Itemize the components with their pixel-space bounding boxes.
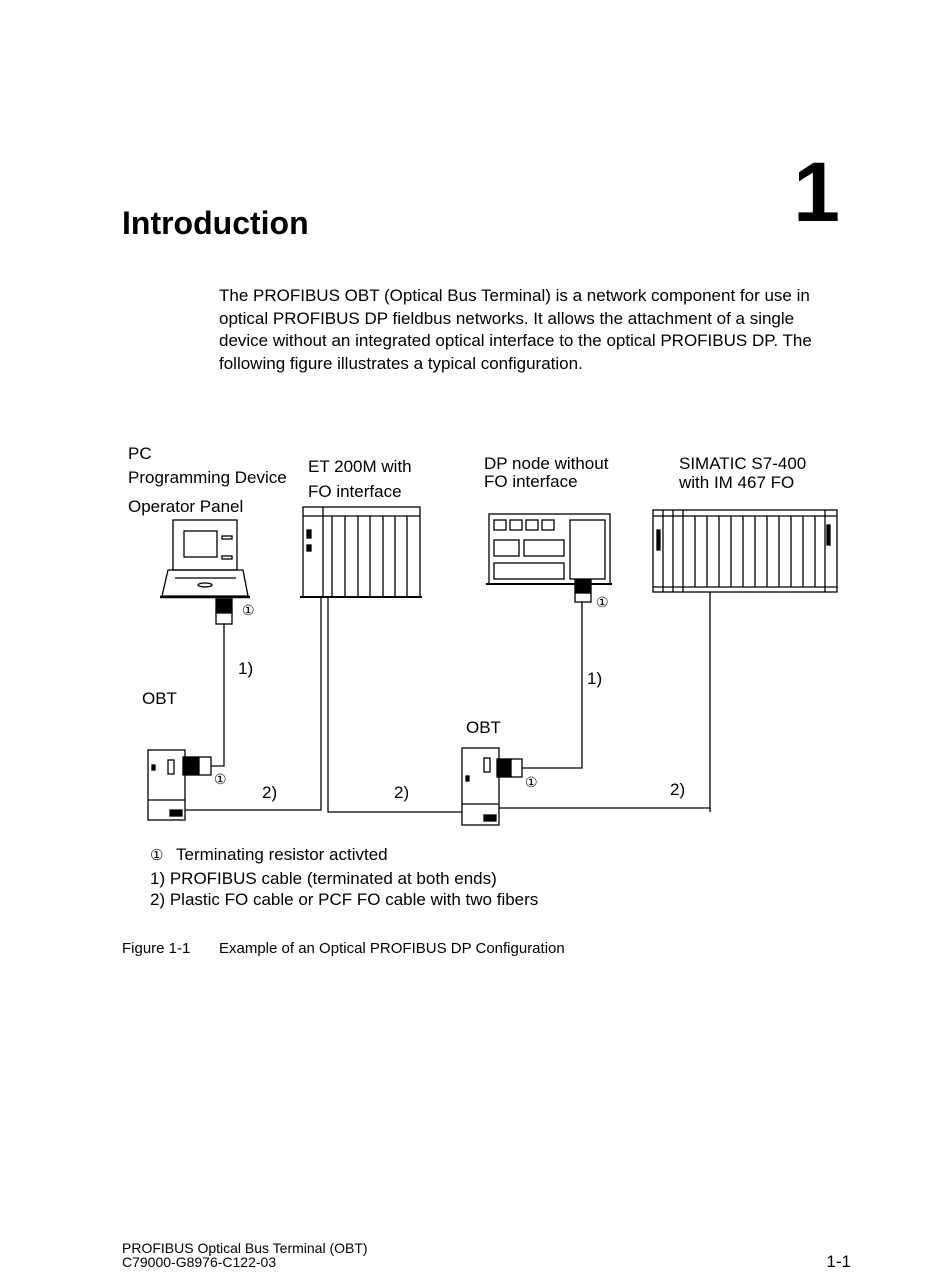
dp-node-label-line2: FO interface [484,472,578,491]
connector-obt-left [182,756,212,776]
dp-node-label-line1: DP node without [484,454,609,473]
intro-paragraph: The PROFIBUS OBT (Optical Bus Terminal) … [219,286,812,373]
profibus-cable-right [522,602,583,769]
obt-right-icon [461,747,500,826]
footer-page-number: 1-1 [826,1252,851,1271]
connector-pc [215,598,233,625]
chapter-title: Introduction [122,205,309,241]
operator-panel-label: Operator Panel [128,497,244,516]
resistor-marker-pc: ① [242,602,255,618]
resistor-marker-obt-right: ① [525,774,538,790]
connector-obt-right [496,758,523,778]
legend-item: 1) PROFIBUS cable (terminated at both en… [150,869,497,889]
simatic-s7-400-rack-icon [652,509,838,593]
pc-laptop-icon [160,519,250,599]
programming-device-label: Programming Device [128,468,287,487]
footer-document-code: C79000-G8976-C122-03 [122,1254,277,1270]
figure-caption: Example of an Optical PROFIBUS DP Config… [219,940,565,957]
footer-document-title: PROFIBUS Optical Bus Terminal (OBT) [122,1240,368,1256]
obt-left-label: OBT [142,689,177,708]
fo-cable-middle [327,597,462,813]
legend-text: 2) Plastic FO cable or PCF FO cable with… [150,890,539,909]
chapter-number: 1 [793,145,840,239]
legend-text: Terminating resistor activted [176,845,388,864]
et200m-label-line1: ET 200M with [308,457,412,476]
simatic-label-line1: SIMATIC S7-400 [679,454,807,473]
figure-number: Figure 1-1 [122,940,191,957]
cable-1-label-right: 1) [587,669,603,688]
obt-left-icon [147,749,186,821]
fo-cable-left [185,597,322,811]
profibus-cable-left [211,624,225,767]
legend-item: ① Terminating resistor activted [150,845,388,865]
et200m-rack-icon [300,506,422,598]
cable-2-label-left: 2) [262,783,278,802]
pc-label: PC [128,444,152,463]
simatic-label-line2: with IM 467 FO [679,473,795,492]
legend-text: 1) PROFIBUS cable (terminated at both en… [150,869,497,888]
legend-item: 2) Plastic FO cable or PCF FO cable with… [150,890,538,910]
dp-node-icon [486,513,612,585]
cable-2-label-middle: 2) [394,783,410,802]
legend-symbol: ① [150,847,164,864]
resistor-marker-obt-left: ① [214,771,227,787]
connector-dp-node [574,579,592,603]
cable-1-label-left: 1) [238,659,254,678]
et200m-label-line2: FO interface [308,482,402,501]
obt-right-label: OBT [466,718,501,737]
resistor-marker-dp-node: ① [596,594,609,610]
cable-2-label-right: 2) [670,780,686,799]
